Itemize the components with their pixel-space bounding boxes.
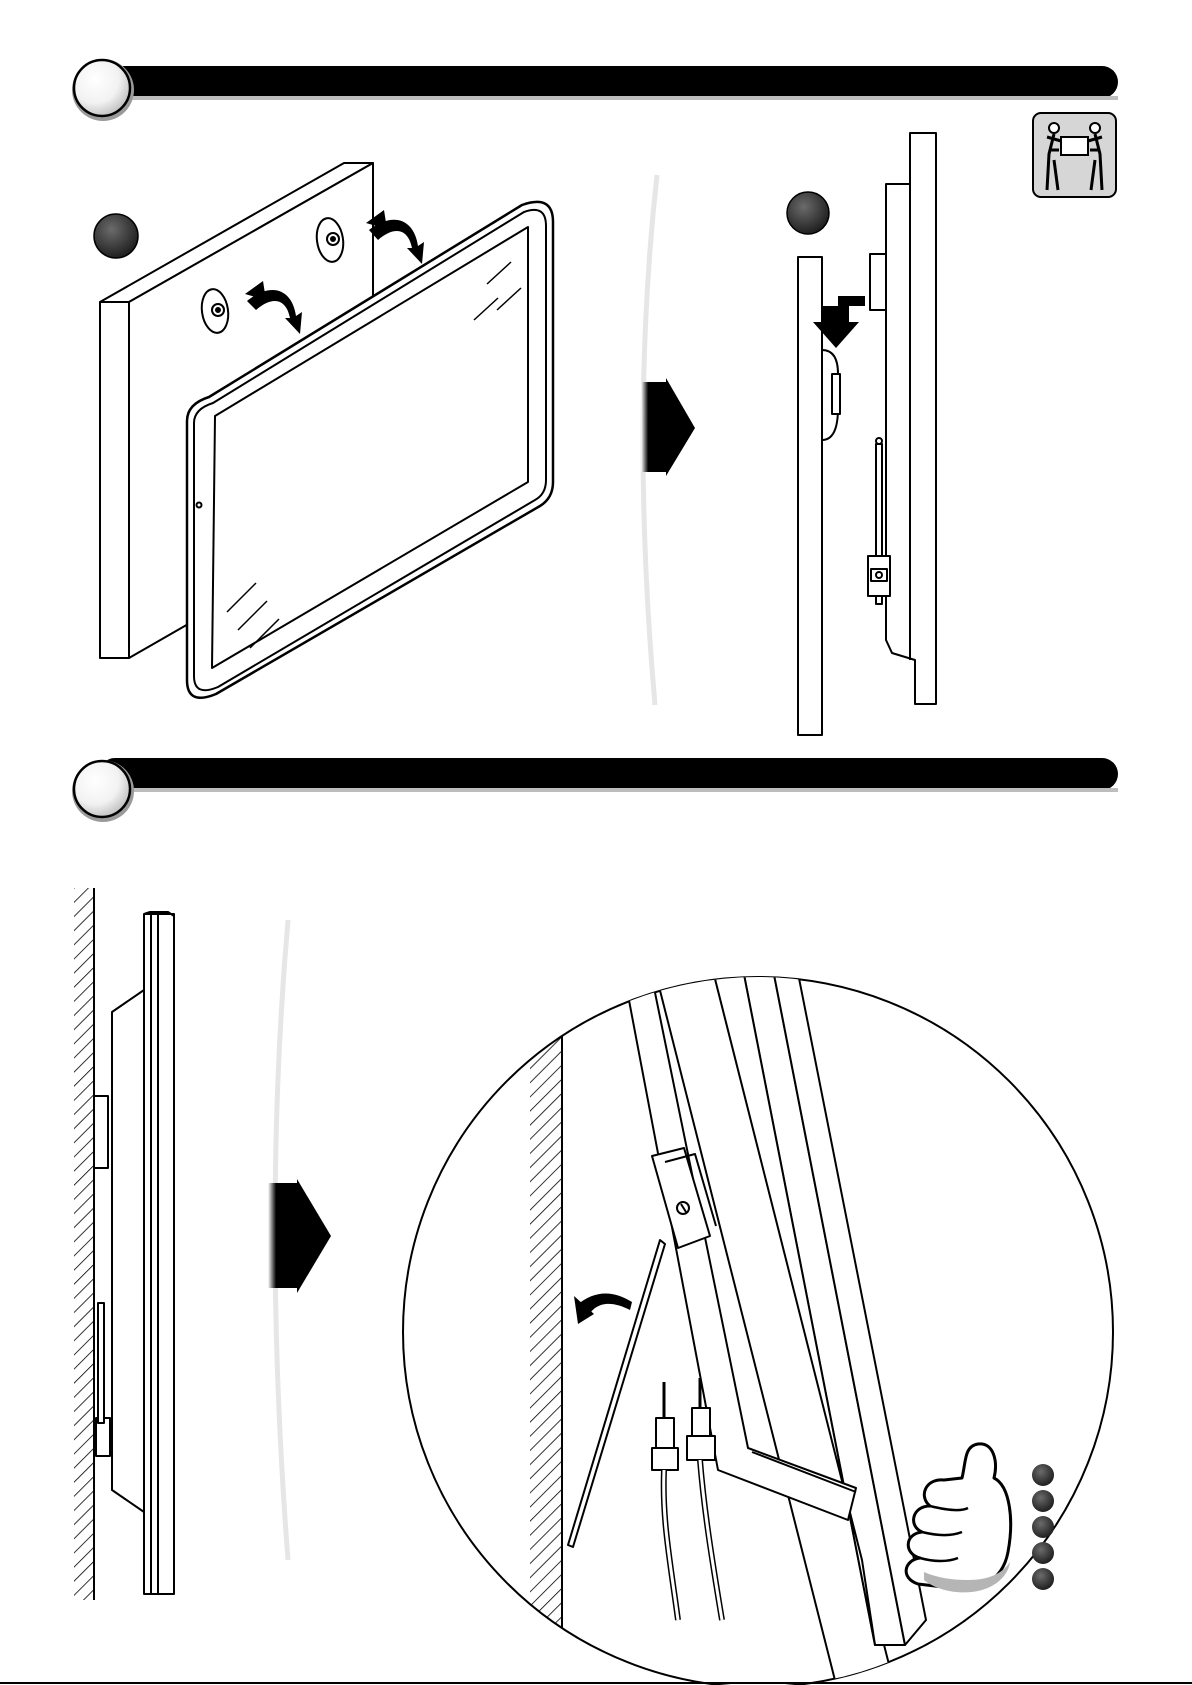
checklist-dot <box>1032 1542 1054 1564</box>
illustration-hang-tv <box>100 163 553 698</box>
hatched-wall <box>74 888 94 1600</box>
divider-arrow-bottom <box>268 920 331 1560</box>
curved-arrow-right <box>369 220 424 264</box>
checklist-dot <box>1032 1464 1054 1486</box>
step-number-disc-1 <box>74 60 130 116</box>
wall-side <box>798 257 822 735</box>
badge-a <box>94 214 138 258</box>
divider-arrow-top <box>641 175 695 705</box>
checklist-dot <box>1032 1568 1054 1590</box>
badge-b <box>787 192 829 234</box>
step-header-bar-1 <box>72 59 1118 121</box>
checklist-dot <box>1032 1490 1054 1512</box>
step-number-disc-2 <box>74 761 130 817</box>
two-person-lift-icon <box>1033 113 1116 197</box>
illustration-mounted-side <box>74 888 174 1600</box>
checklist-dot <box>1032 1516 1054 1538</box>
step-header-bar-2 <box>72 758 1118 822</box>
